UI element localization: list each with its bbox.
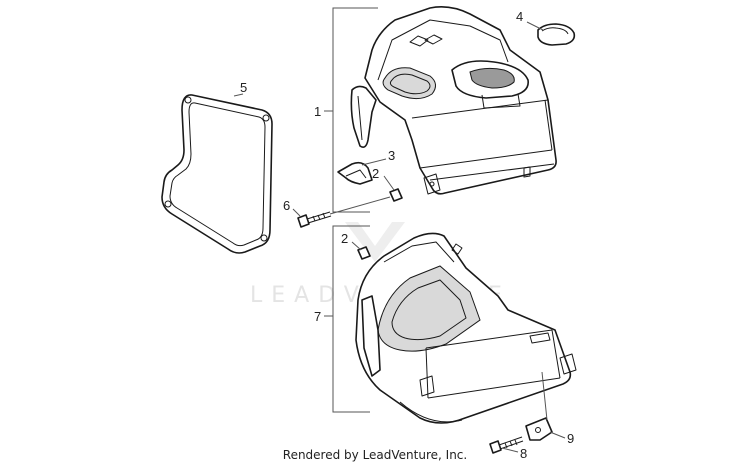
leader-3 [361, 158, 387, 166]
leader-2-lower [351, 241, 362, 251]
leader-4 [526, 21, 544, 31]
leader-5 [233, 93, 244, 97]
footer-credit: Rendered by LeadVenture, Inc. [282, 448, 468, 462]
leader-6-axis [329, 196, 391, 215]
callout-8: 8 [520, 446, 527, 461]
group-bracket-lower [324, 225, 370, 413]
callout-6: 6 [283, 198, 290, 213]
clip-part-3 [337, 161, 373, 185]
leader-9 [549, 431, 566, 439]
callout-7: 7 [314, 309, 321, 324]
leader-9-axis [541, 371, 548, 421]
upper-blower-housing-part-1 [350, 6, 557, 195]
group-bracket-upper [324, 7, 378, 213]
leader-8 [501, 447, 519, 453]
screw-part-8 [489, 436, 524, 454]
callout-3: 3 [388, 148, 395, 163]
callout-9: 9 [567, 431, 574, 446]
cap-part-4 [537, 23, 576, 46]
callout-2-upper: 2 [372, 166, 379, 181]
leader-6 [292, 208, 301, 217]
bracket-part-9 [525, 417, 553, 441]
leader-2-upper [383, 175, 395, 191]
gasket-part-5 [161, 94, 273, 254]
screw-part-6 [297, 211, 332, 228]
clip-part-2-upper [389, 188, 403, 202]
callout-4: 4 [516, 9, 523, 24]
callout-5: 5 [240, 80, 247, 95]
callout-2-lower: 2 [341, 231, 348, 246]
lower-blower-housing-part-7 [355, 232, 577, 424]
callout-1: 1 [314, 104, 321, 119]
